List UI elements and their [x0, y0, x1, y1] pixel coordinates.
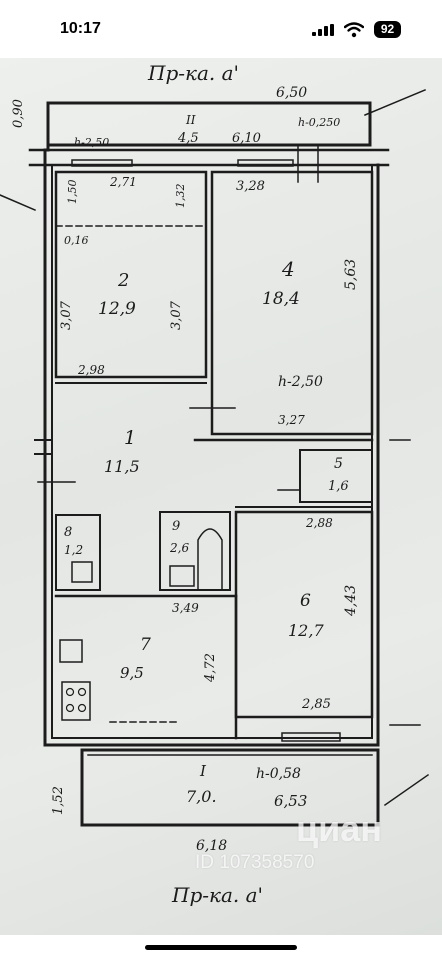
- room-2-outline: [54, 170, 208, 379]
- room-8-id: 8: [64, 525, 72, 540]
- balcony-bottom-area: 7,0.: [186, 787, 217, 806]
- room-9-area: 2,6: [169, 541, 189, 555]
- dim-room4-top: 3,28: [236, 179, 265, 194]
- room-7-area: 9,5: [120, 664, 144, 682]
- room-8-outline: [55, 514, 101, 591]
- dim-balcony-bottom-left: 1,52: [51, 786, 66, 815]
- top-title: Пр-ка. а': [147, 61, 239, 85]
- dim-top-left-side: 0,90: [11, 99, 26, 128]
- room-2-area: 12,9: [98, 299, 136, 319]
- dim-room2-top: 2,71: [109, 175, 137, 189]
- bottom-title: Пр-ка. а': [171, 883, 263, 907]
- dim-room2-top-right: 1,32: [174, 184, 187, 209]
- dim-room6-bottom: 2,85: [301, 697, 331, 712]
- balcony-top-label: II: [185, 113, 196, 127]
- dim-room2-left: 3,07: [59, 300, 74, 330]
- dim-room6-right: 4,43: [343, 585, 359, 617]
- status-bar: 10:17 92: [0, 0, 442, 58]
- dim-room7-top: 3,49: [172, 601, 199, 615]
- wifi-icon: [344, 22, 364, 38]
- room-6-id: 6: [300, 591, 311, 611]
- room-5-area: 1,6: [328, 479, 349, 494]
- balcony-top-height-right: h-0,250: [298, 116, 340, 129]
- dim-top-overall: 6,50: [276, 85, 307, 101]
- dim-room4-bottom: 3,27: [278, 413, 305, 427]
- room-4-outline: [210, 170, 374, 436]
- ceiling-height: h-2,50: [278, 374, 323, 390]
- room-5-outline: [299, 449, 373, 503]
- balcony-top-area: 4,5: [177, 131, 199, 146]
- room-4-area: 18,4: [262, 289, 300, 309]
- clock: 10:17: [60, 20, 101, 37]
- room-6-area: 12,7: [288, 621, 324, 640]
- dim-balcony-inner: 6,10: [232, 131, 261, 146]
- room-8-area: 1,2: [64, 543, 83, 557]
- dim-bottom-overall: 6,18: [196, 838, 227, 854]
- room-1-id: 1: [124, 427, 136, 449]
- dim-room2-right: 3,07: [169, 300, 184, 330]
- dim-room7-right: 4,72: [203, 653, 218, 683]
- watermark-id: ID 107358570: [195, 852, 315, 873]
- home-indicator[interactable]: [145, 945, 297, 950]
- room-7-id: 7: [140, 635, 151, 655]
- room-9-outline: [159, 511, 231, 591]
- balcony-bottom-height: h-0,58: [256, 766, 301, 782]
- balcony-bottom-outline: [80, 748, 380, 827]
- dim-room2-bottom: 2,98: [77, 363, 105, 377]
- watermark-brand: циан: [296, 808, 383, 849]
- battery-indicator: 92: [374, 21, 401, 38]
- dim-room2-small: 0,16: [64, 234, 89, 247]
- room-1-area: 11,5: [104, 457, 140, 476]
- balcony-top-height: h-2,50: [74, 136, 109, 149]
- dim-room4-right: 5,63: [343, 259, 359, 290]
- room-5-id: 5: [334, 456, 343, 472]
- room-2-id: 2: [117, 270, 129, 291]
- floor-plan-photo: [0, 40, 442, 935]
- room-9-id: 9: [172, 519, 180, 534]
- room-4-id: 4: [281, 257, 295, 281]
- dim-balcony-bottom-mid: 6,53: [274, 792, 307, 810]
- dim-room6-top: 2,88: [305, 516, 333, 530]
- dim-room2-top-left: 1,50: [66, 180, 79, 205]
- balcony-bottom-label: I: [199, 762, 207, 780]
- cellular-signal-icon: [312, 24, 334, 36]
